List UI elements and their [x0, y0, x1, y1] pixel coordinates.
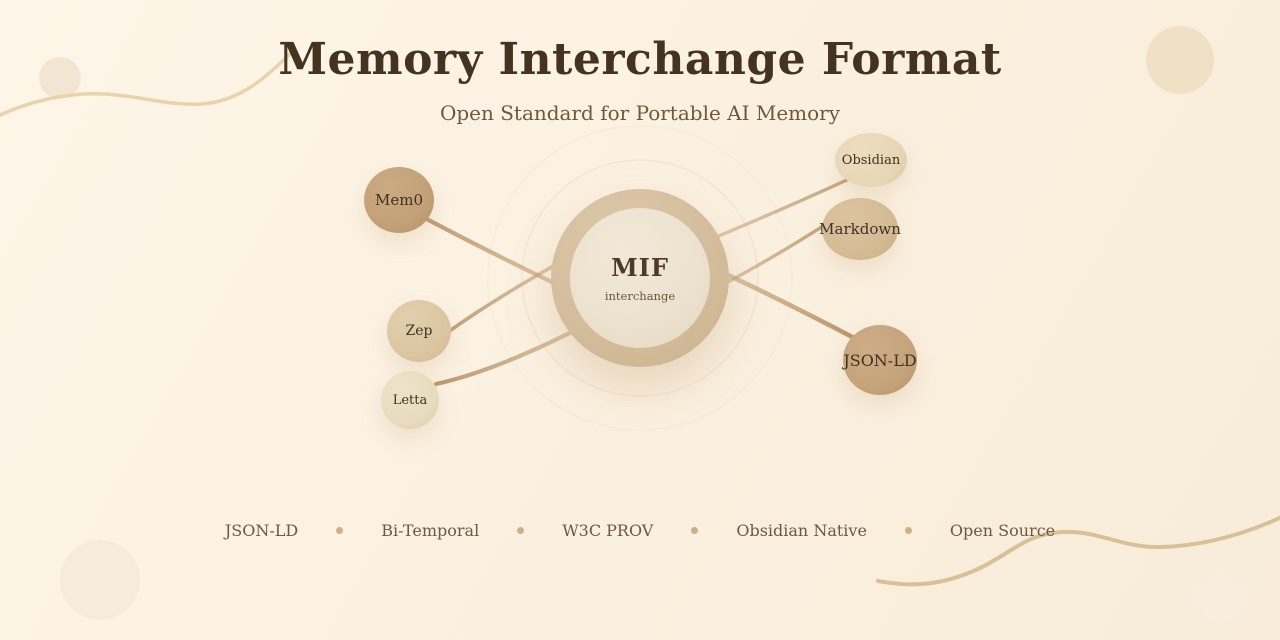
node-letta-label: Letta [392, 392, 428, 408]
bullet-dot-icon [517, 527, 525, 534]
corner-blob-top-right [1146, 26, 1214, 94]
wave-top-left [0, 48, 296, 118]
wave-bottom-right [876, 515, 1280, 587]
hub-ripple-outer [487, 125, 793, 431]
node-markdown: Markdown [819, 198, 901, 260]
node-json-ld-label: JSON-LD [843, 350, 917, 370]
page-subtitle: Open Standard for Portable AI Memory [439, 100, 841, 125]
corner-blob-bottom-right [1196, 575, 1244, 623]
feature-bi-temporal: Bi-Temporal [381, 521, 480, 540]
node-zep: Zep [387, 300, 451, 362]
bullet-dot-icon [691, 527, 699, 534]
bullet-dot-icon [904, 527, 912, 534]
node-zep-label: Zep [405, 323, 433, 339]
feature-obsidian-native: Obsidian Native [736, 521, 867, 540]
node-letta: Letta [381, 371, 439, 429]
hub-node-core: MIF interchange [570, 208, 710, 348]
node-markdown-label: Markdown [819, 220, 901, 238]
hub-sublabel: interchange [604, 289, 676, 303]
page-title: Memory Interchange Format [278, 34, 1002, 85]
feature-open-source: Open Source [949, 521, 1056, 540]
header: Memory Interchange Format Open Standard … [0, 34, 1280, 125]
hub-ripple-inner [521, 159, 759, 397]
feature-w3c-prov: W3C PROV [562, 521, 654, 540]
node-json-ld: JSON-LD [843, 325, 917, 395]
node-mem0-label: Mem0 [374, 191, 423, 209]
feature-strip: JSON-LD Bi-Temporal W3C PROV Obsidian Na… [0, 521, 1280, 540]
hub-node-mif: MIF interchange [551, 189, 729, 367]
node-obsidian-label: Obsidian [841, 152, 901, 168]
bullet-dot-icon [336, 527, 344, 534]
corner-blob-top-left [39, 57, 81, 99]
node-obsidian: Obsidian [835, 133, 907, 187]
corner-blob-bottom-left [60, 540, 140, 620]
hub-label: MIF [611, 253, 669, 282]
node-mem0: Mem0 [364, 167, 434, 233]
feature-json-ld: JSON-LD [224, 521, 299, 540]
